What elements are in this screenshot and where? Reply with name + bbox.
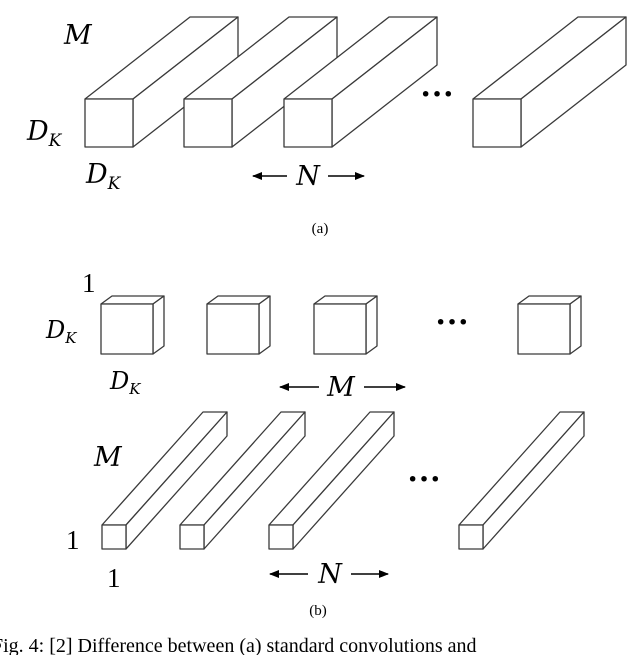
panel-b-pointwise-box xyxy=(458,411,585,550)
panel-a-width-label: DK xyxy=(85,159,122,194)
panel-b-depthwise-box xyxy=(206,295,271,355)
panel-b-top-height-label: DK xyxy=(45,316,77,347)
panel-a-ellipsis: ··· xyxy=(420,76,454,113)
figure-caption: Fig. 4: [2] Difference between (a) stand… xyxy=(0,635,476,655)
panel-b-depthwise-box xyxy=(517,295,582,355)
panel-a-filter-box xyxy=(283,16,438,148)
panel-a-count-label: N xyxy=(295,161,321,192)
panel-a-depth-label: M xyxy=(63,20,93,51)
panel-b-label: (b) xyxy=(309,603,327,619)
panel-b-depthwise-box xyxy=(100,295,165,355)
panel-b-depthwise-box xyxy=(313,295,378,355)
panel-b-top-count-label: M xyxy=(326,372,356,403)
panel-a-filter-box xyxy=(472,16,627,148)
panel-a-filter-box xyxy=(84,16,239,148)
panel-a-height-label: DK xyxy=(26,116,63,151)
panel-a-filters xyxy=(84,16,627,148)
panel-b-bottom-width-label: 1 xyxy=(107,563,121,593)
panel-b-depthwise-filters xyxy=(100,295,582,355)
panel-a-label: (a) xyxy=(312,221,329,237)
panel-b-pointwise-box xyxy=(179,411,306,550)
panel-b-top-ellipsis: ··· xyxy=(435,304,469,341)
panel-b-pointwise-box xyxy=(101,411,228,550)
panel-b-top-depth-label: 1 xyxy=(82,268,96,298)
panel-b-top-width-label: DK xyxy=(109,367,141,398)
panel-b-bottom-depth-label: M xyxy=(93,442,123,473)
panel-b-bottom-ellipsis: ··· xyxy=(407,461,441,498)
panel-b-bottom-height-label: 1 xyxy=(66,525,80,555)
panel-b-pointwise-filters xyxy=(101,411,585,550)
panel-b-pointwise-box xyxy=(268,411,395,550)
panel-b-bottom-count-label: N xyxy=(317,559,343,590)
